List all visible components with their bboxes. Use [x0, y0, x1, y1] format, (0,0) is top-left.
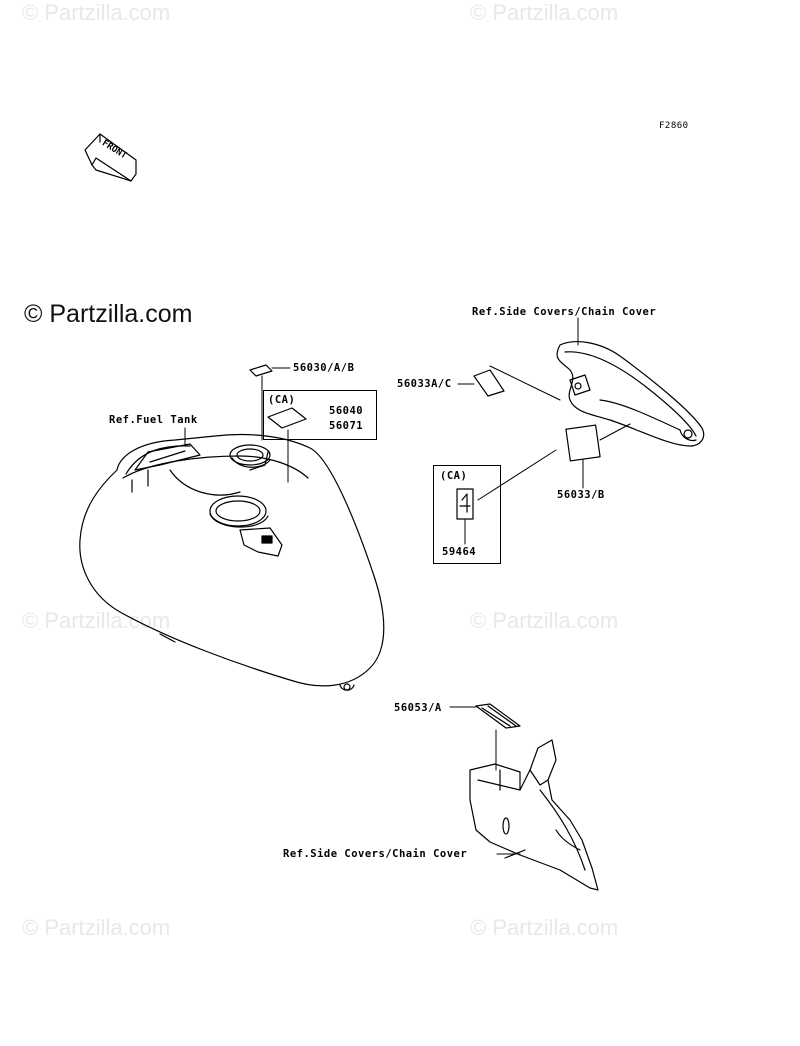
part-number-56040[interactable]: 56040 [329, 405, 364, 417]
ca-callout-box-2 [433, 465, 501, 564]
decal-56040-shape [267, 407, 307, 429]
watermark: © Partzilla.com [22, 915, 171, 940]
decal-56030-shape [249, 364, 273, 377]
copyright-notice: © Partzilla.com [24, 300, 193, 328]
ref-fuel-tank-label: Ref.Fuel Tank [109, 414, 198, 426]
watermark: © Partzilla.com [470, 0, 619, 25]
figure-code: F2860 [659, 121, 689, 131]
part-number-56053[interactable]: 56053/A [394, 702, 442, 714]
front-arrow-icon: FRONT [84, 133, 137, 182]
ca-label: (CA) [268, 394, 296, 406]
ref-side-covers-top-label: Ref.Side Covers/Chain Cover [472, 306, 657, 318]
watermark: © Partzilla.com [470, 915, 619, 940]
part-number-56033a[interactable]: 56033A/C [397, 378, 452, 390]
leader-lines [184, 317, 631, 855]
decal-56053-shape [475, 703, 521, 729]
part-number-56071[interactable]: 56071 [329, 420, 364, 432]
ref-side-covers-bottom-label: Ref.Side Covers/Chain Cover [283, 848, 468, 860]
decal-56033a-shape [473, 369, 505, 397]
side-cover-top-drawing [556, 341, 705, 447]
fuel-tank-drawing [79, 433, 385, 691]
chain-cover-drawing [469, 739, 599, 891]
ca-callout-box-1 [263, 390, 377, 440]
watermark: © Partzilla.com [22, 0, 171, 25]
ca-label: (CA) [440, 470, 468, 482]
part-number-59464[interactable]: 59464 [442, 546, 477, 558]
watermark: © Partzilla.com [470, 608, 619, 633]
decal-59464-shape [456, 488, 474, 520]
watermark: © Partzilla.com [22, 608, 171, 633]
part-number-56033b[interactable]: 56033/B [557, 489, 605, 501]
part-number-56030[interactable]: 56030/A/B [293, 362, 355, 374]
decal-56033b-shape [565, 424, 601, 462]
